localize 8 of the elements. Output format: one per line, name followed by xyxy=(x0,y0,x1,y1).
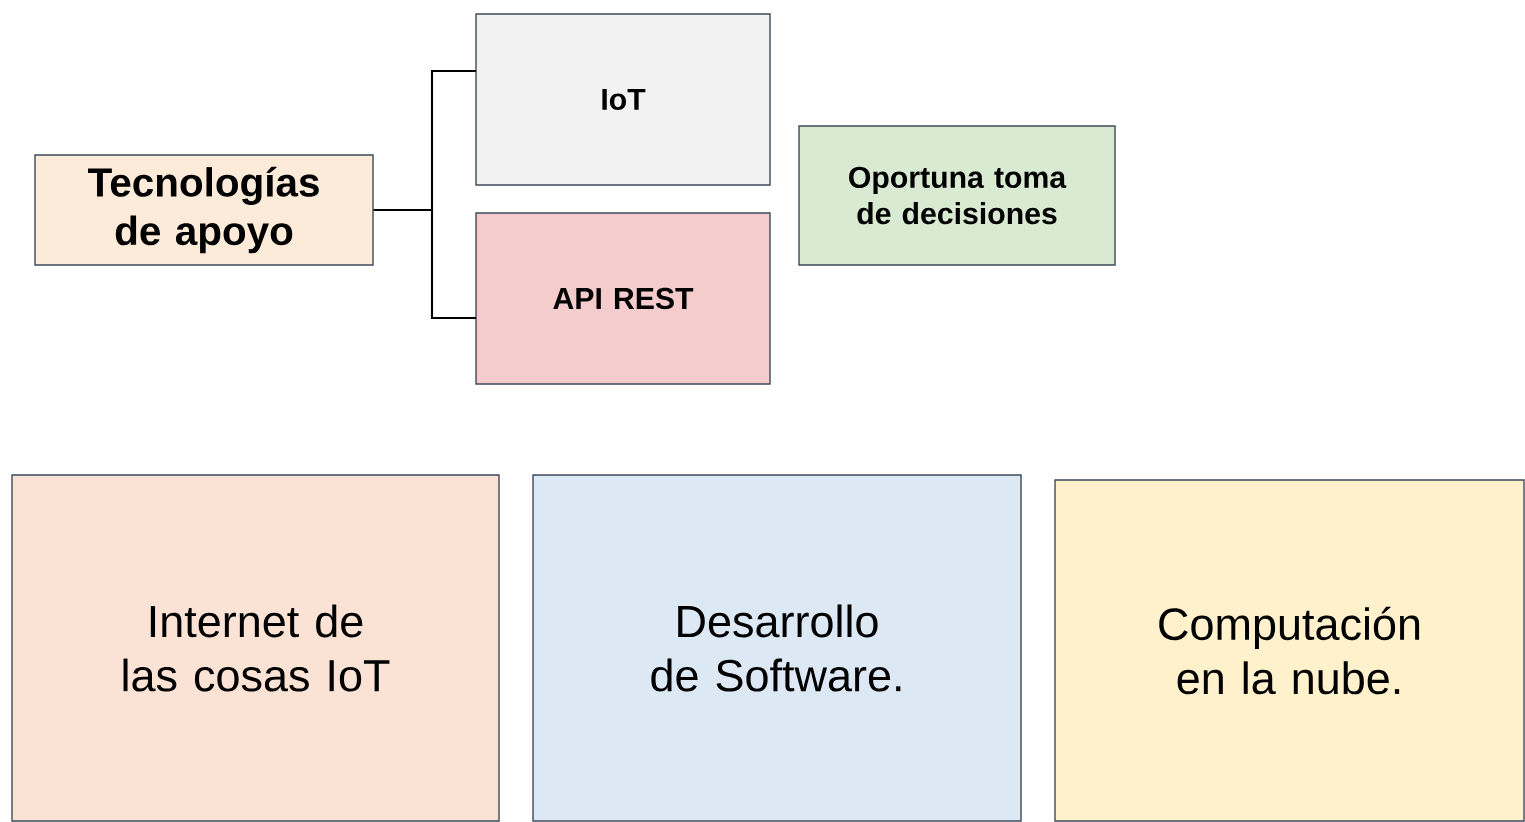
topic-box: Tecnologías de apoyo xyxy=(34,154,374,266)
category-box: Computación en la nube. xyxy=(1054,479,1525,822)
category-box: Internet de las cosas IoT xyxy=(11,474,500,822)
connector-line xyxy=(373,208,476,320)
process-box: IoT xyxy=(475,13,771,186)
category-box: Desarrollo de Software. xyxy=(532,474,1022,822)
result-box: Oportuna toma de decisiones xyxy=(798,125,1116,266)
process-box: API REST xyxy=(475,212,771,385)
